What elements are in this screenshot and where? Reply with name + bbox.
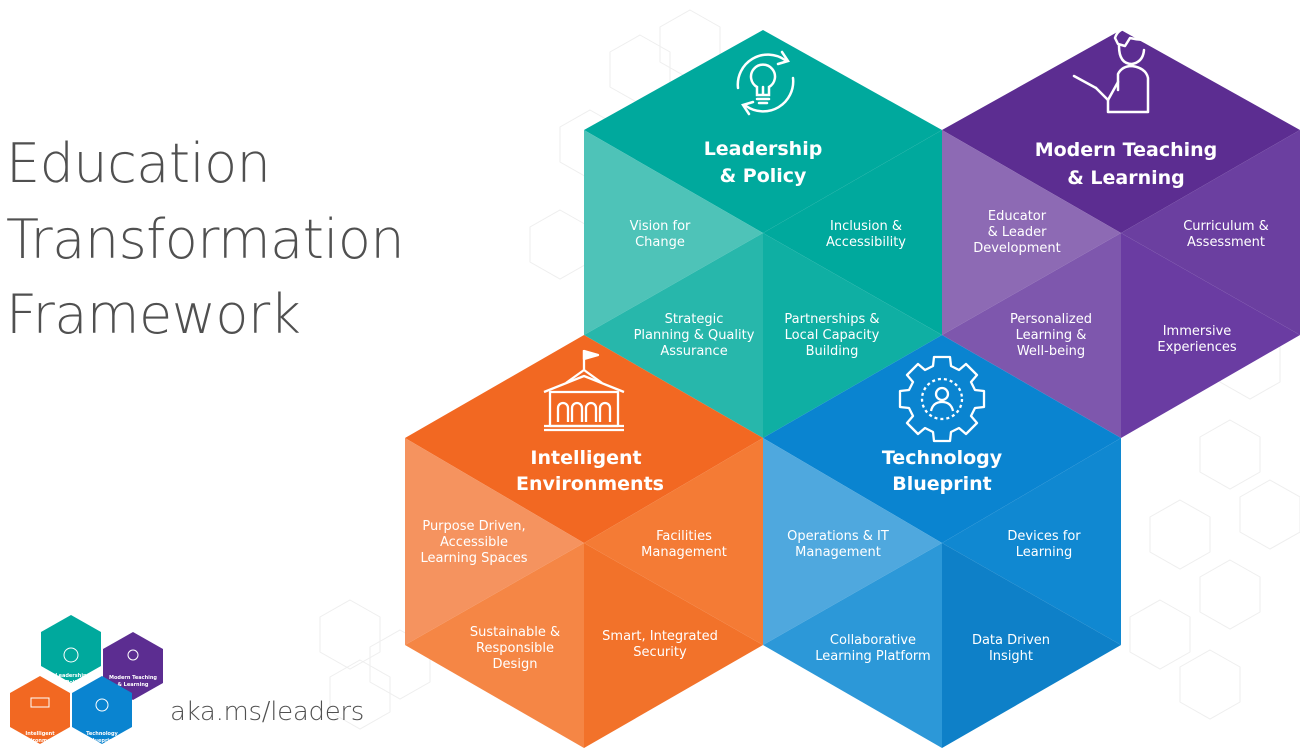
- hex-leadership-policy: [584, 30, 942, 438]
- thumbnail-diagram: Leadership & Policy Modern Teaching & Le…: [10, 615, 163, 744]
- teaching-item-4-line-1: Immersive: [1163, 324, 1232, 339]
- thumb-environments-line1: Intelligent: [25, 731, 55, 737]
- leadership-item-3-line-3: Assurance: [660, 344, 727, 359]
- leadership-item-1-line-2: Change: [635, 235, 685, 250]
- teaching-item-2-line-1: Curriculum &: [1183, 219, 1269, 234]
- thumb-hex-environments: Intelligent Environments: [10, 676, 70, 744]
- technology-item-2-line-2: Learning: [1016, 545, 1072, 560]
- hex-technology-blueprint: [763, 335, 1121, 748]
- teaching-item-1-line-1: Educator: [988, 209, 1047, 224]
- teaching-item-4-line-2: Experiences: [1157, 340, 1236, 355]
- thumb-leadership-line1: Leadership: [55, 673, 87, 679]
- page-title: Education Transformation Framework: [6, 126, 405, 353]
- environments-item-4-line-1: Smart, Integrated: [602, 629, 718, 644]
- leadership-item-3-line-2: Planning & Quality: [634, 328, 755, 343]
- leadership-item-2-line-2: Accessibility: [826, 235, 906, 250]
- environments-item-3-line-2: Responsible: [476, 641, 554, 656]
- leadership-item-2-line-1: Inclusion &: [830, 219, 902, 234]
- leadership-title-line1: Leadership: [704, 138, 823, 160]
- teaching-item-2-line-2: Assessment: [1187, 235, 1265, 250]
- teacher-pointer-icon: [1072, 26, 1150, 114]
- environments-item-1-line-2: Accessible: [440, 535, 508, 550]
- title-line-2: Transformation: [6, 207, 405, 271]
- environments-item-2-line-1: Facilities: [656, 529, 712, 544]
- leadership-item-4-line-2: Local Capacity: [785, 328, 880, 343]
- thumb-hex-teaching: Modern Teaching & Learning: [103, 632, 163, 700]
- school-building-icon: [543, 349, 625, 432]
- technology-title-line1: Technology: [882, 447, 1003, 469]
- thumb-leadership-line2: & Policy: [60, 680, 84, 686]
- gear-person-icon: [898, 355, 986, 443]
- technology-item-4-line-1: Data Driven: [972, 633, 1050, 648]
- leadership-item-4-line-3: Building: [806, 344, 859, 359]
- leadership-item-1-line-1: Vision for: [630, 219, 691, 234]
- thumb-teaching-line1: Modern Teaching: [109, 675, 157, 681]
- title-line-1: Education: [6, 132, 271, 195]
- technology-item-1-line-2: Management: [795, 545, 881, 560]
- environments-item-2-line-2: Management: [641, 545, 727, 560]
- teaching-title-line2: & Learning: [1067, 167, 1185, 189]
- leadership-item-3-line-1: Strategic: [665, 312, 724, 327]
- leadership-title-line2: & Policy: [720, 165, 807, 187]
- leadership-item-2: Inclusion &Accessibility: [826, 219, 906, 250]
- leaders-link[interactable]: aka.ms/leaders: [170, 697, 365, 727]
- teaching-item-1-line-3: Development: [973, 241, 1061, 256]
- teaching-title-line1: Modern Teaching: [1035, 139, 1218, 161]
- technology-item-3-line-2: Learning Platform: [815, 649, 930, 664]
- technology-title-line2: Blueprint: [892, 473, 992, 495]
- thumb-teaching-line2: & Learning: [118, 682, 149, 688]
- thumb-hex-leadership: Leadership & Policy: [41, 615, 101, 686]
- teaching-item-3-line-3: Well-being: [1017, 344, 1085, 359]
- thumb-environments-line2: Environments: [21, 738, 60, 744]
- teaching-item-3-line-2: Learning &: [1016, 328, 1087, 343]
- hex-intelligent-environments: [405, 335, 763, 748]
- teaching-item-1-line-2: & Leader: [988, 225, 1047, 240]
- title-line-3: Framework: [6, 283, 301, 347]
- lightbulb-cycle-icon: [736, 50, 795, 116]
- environments-item-3-line-3: Design: [493, 657, 538, 672]
- technology-item-4-line-2: Insight: [989, 649, 1033, 664]
- environments-item-1-line-3: Learning Spaces: [421, 551, 528, 566]
- thumb-hex-technology: Technology Blueprint: [72, 676, 132, 744]
- leadership-item-4-line-1: Partnerships &: [784, 312, 879, 327]
- environments-title-line2: Environments: [516, 473, 664, 495]
- thumb-technology-line1: Technology: [86, 731, 118, 737]
- environments-item-1-line-1: Purpose Driven,: [422, 519, 525, 534]
- technology-item-3-line-1: Collaborative: [830, 633, 916, 648]
- hex-modern-teaching: [942, 30, 1300, 438]
- technology-item-1-line-1: Operations & IT: [787, 529, 889, 544]
- teaching-item-2: Curriculum &Assessment: [1183, 219, 1269, 250]
- environments-item-4-line-2: Security: [633, 645, 687, 660]
- environments-title-line1: Intelligent: [530, 447, 641, 469]
- environments-item-3-line-1: Sustainable &: [470, 625, 560, 640]
- teaching-item-3-line-1: Personalized: [1010, 312, 1092, 327]
- technology-item-2-line-1: Devices for: [1007, 529, 1081, 544]
- thumb-technology-line2: Blueprint: [89, 738, 116, 744]
